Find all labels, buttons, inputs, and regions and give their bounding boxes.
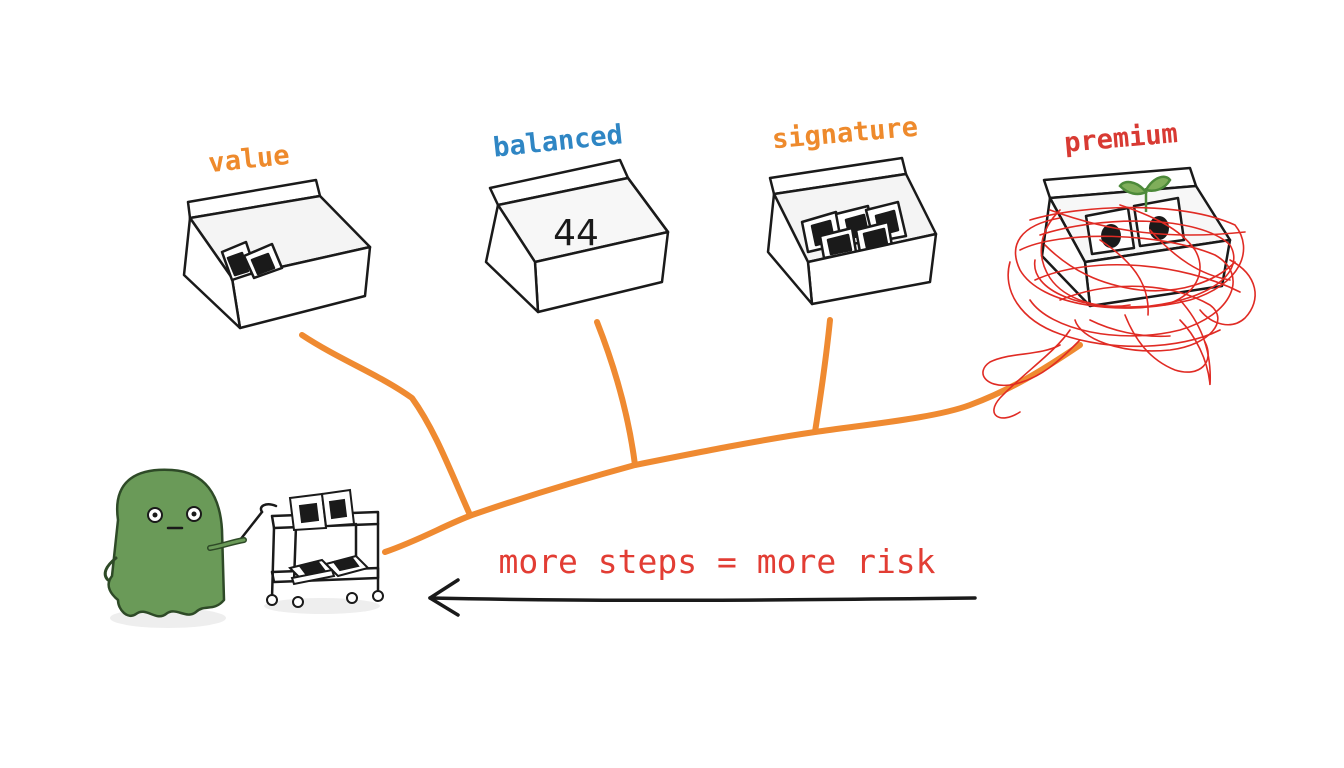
sprout-icon bbox=[1118, 175, 1172, 212]
branch-tree bbox=[299, 317, 1083, 555]
value-box bbox=[182, 178, 372, 330]
signature-box-cards bbox=[800, 200, 908, 260]
cart-top-cards bbox=[288, 488, 356, 532]
tier-label-premium: premium bbox=[1063, 118, 1179, 159]
branch-value bbox=[299, 332, 473, 518]
tier-label-balanced: balanced bbox=[492, 119, 625, 163]
trunk-line bbox=[382, 342, 1083, 555]
serving-cart-icon bbox=[238, 488, 384, 614]
character-body bbox=[107, 468, 226, 618]
cart-bottom-cards bbox=[288, 554, 370, 586]
risk-note: more steps = more risk bbox=[498, 542, 935, 581]
signature-box bbox=[766, 156, 938, 306]
tangle-icon bbox=[982, 204, 1256, 419]
character-left-arm bbox=[103, 556, 118, 582]
character-face bbox=[147, 506, 202, 530]
balanced-box-number: 44 bbox=[553, 213, 599, 254]
branch-balanced bbox=[594, 319, 638, 468]
branch-signature bbox=[812, 317, 833, 435]
value-box-cards bbox=[220, 240, 284, 282]
balanced-box bbox=[484, 158, 670, 314]
arrow-left-icon bbox=[428, 578, 977, 617]
tier-label-signature: signature bbox=[771, 112, 919, 156]
tier-label-value: value bbox=[207, 140, 291, 179]
blob-character-icon bbox=[103, 468, 247, 628]
